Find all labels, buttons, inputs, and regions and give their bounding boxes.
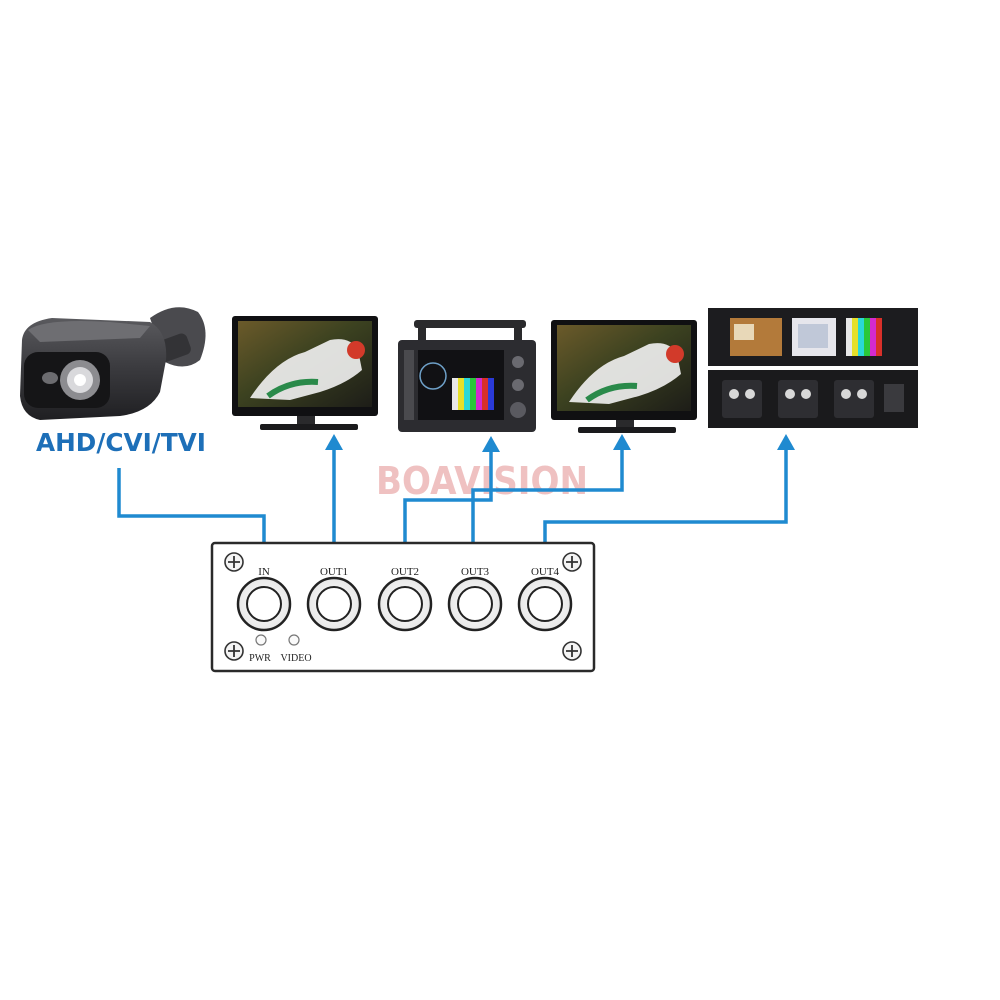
led-label-video: VIDEO (280, 653, 311, 664)
port-label-out2: OUT2 (391, 566, 419, 578)
arrow-camera-to-in (117, 468, 266, 548)
lcd-monitor-icon (232, 316, 378, 430)
arrow-out3-to-monitor (471, 448, 624, 548)
port-label-in: IN (258, 566, 270, 578)
port-label-out1: OUT1 (320, 566, 348, 578)
screw-icon (224, 641, 244, 661)
arrow-out2-to-analyzer (403, 450, 493, 548)
video-splitter-panel: IN OUT1 OUT2 OUT3 OUT4 PWR VIDEO (210, 541, 596, 673)
screw-icon (562, 641, 582, 661)
led-pwr-indicator (255, 634, 267, 646)
bnc-connector-out2 (377, 576, 433, 632)
test-monitor-icon (398, 320, 536, 432)
color-bars (452, 378, 494, 410)
lcd-monitor-icon (551, 320, 697, 433)
arrow-out4-to-rack (543, 448, 788, 548)
screw-icon (224, 552, 244, 572)
rack-monitor-icon (708, 308, 918, 428)
arrowhead-analyzer (482, 436, 500, 452)
bnc-connector-in (236, 576, 292, 632)
port-label-out4: OUT4 (531, 566, 560, 578)
arrowhead-monitor-2 (613, 434, 631, 450)
camera-format-label: AHD/CVI/TVI (36, 428, 206, 457)
bullet-camera-icon (20, 307, 206, 420)
bnc-connector-out1 (306, 576, 362, 632)
led-label-pwr: PWR (249, 653, 271, 664)
screw-icon (562, 552, 582, 572)
signal-arrows (117, 448, 788, 548)
led-video-indicator (288, 634, 300, 646)
arrowhead-monitor-1 (325, 434, 343, 450)
bnc-connector-out3 (447, 576, 503, 632)
bnc-connector-out4 (517, 576, 573, 632)
port-label-out3: OUT3 (461, 566, 490, 578)
arrowhead-rack (777, 434, 795, 450)
watermark-logo: BOAVISION (376, 459, 588, 503)
